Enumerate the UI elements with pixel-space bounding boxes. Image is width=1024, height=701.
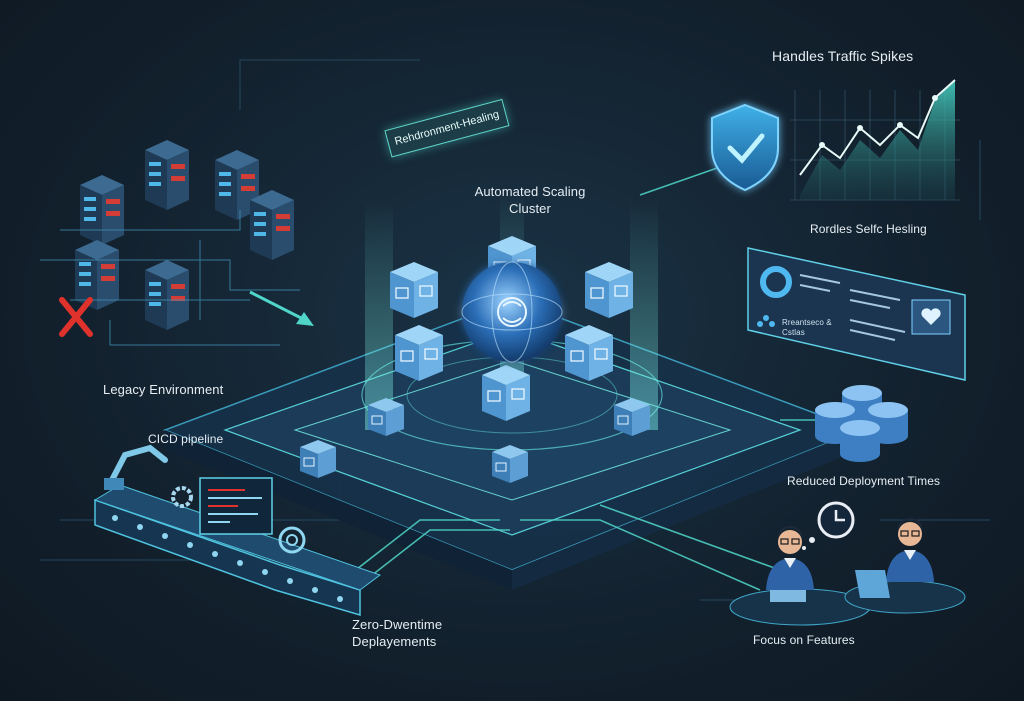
failure-x-icon <box>59 297 93 337</box>
legacy-environment-label: Legacy Environment <box>103 382 224 397</box>
globe-icon <box>461 261 563 363</box>
legacy-servers <box>40 140 300 346</box>
donut-chart-icon <box>760 266 792 298</box>
reduced-deployment-label: Reduced Deployment Times <box>787 474 941 488</box>
gear-icon <box>171 486 193 508</box>
shield-check-icon <box>711 103 779 192</box>
dashboard-label-line2: Cstlas <box>782 328 805 337</box>
zero-downtime-line2: Deplayements <box>352 634 437 649</box>
dashboard-label-line1: Rreantseco & <box>782 318 832 327</box>
code-monitor-icon <box>199 477 273 535</box>
traffic-spike-chart <box>790 79 960 201</box>
zero-downtime-line1: Zero-Dwentime <box>352 617 443 632</box>
cluster-title-line1: Automated Scaling <box>474 184 586 199</box>
target-icon <box>278 526 306 554</box>
traffic-spikes-label: Handles Traffic Spikes <box>772 48 914 64</box>
heart-icon <box>921 308 941 325</box>
migration-arrow-icon <box>249 290 314 326</box>
clock-icon <box>817 501 855 539</box>
cluster-title: Automated Scaling Cluster <box>460 183 600 217</box>
robot-arm-icon <box>104 444 168 490</box>
zero-downtime-label: Zero-Dwentime Deplayements <box>352 616 462 650</box>
monitoring-dashboard <box>747 247 966 381</box>
self-healing-label: Rordles Selfc Hesling <box>810 222 927 236</box>
cluster-title-line2: Cluster <box>509 201 551 216</box>
cicd-conveyor <box>93 444 382 617</box>
dashboard-panel-label: Rreantseco & Cstlas <box>782 318 842 338</box>
cicd-pipeline-label: CICD pipeline <box>148 432 224 446</box>
focus-features-label: Focus on Features <box>753 633 855 647</box>
developers <box>729 501 966 626</box>
